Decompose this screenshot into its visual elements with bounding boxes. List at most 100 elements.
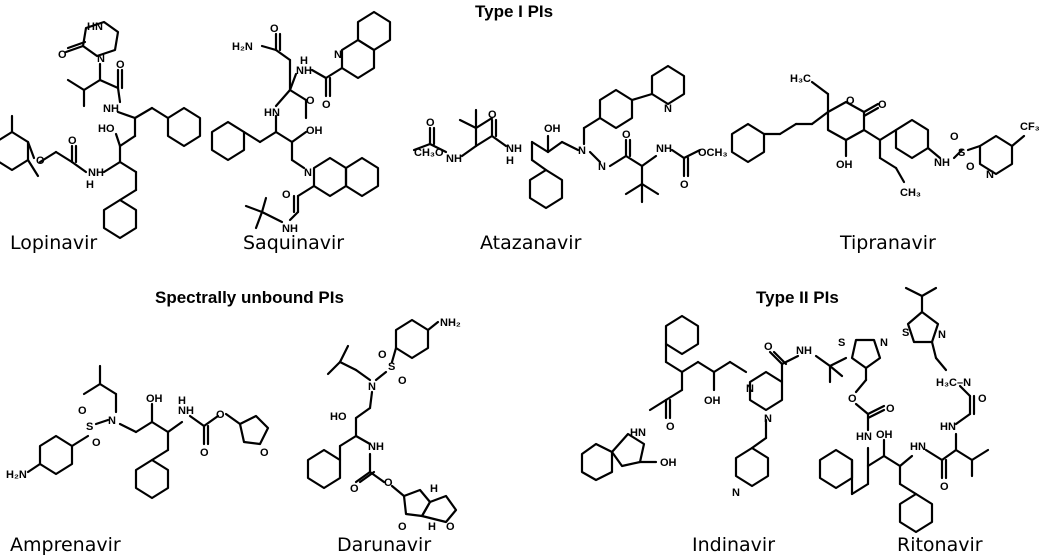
darunavir-so-1: O bbox=[378, 349, 387, 361]
ritonavir-thiazole-s-left: S bbox=[838, 337, 845, 349]
darunavir-nh2: NH₂ bbox=[440, 317, 461, 329]
ritonavir-o-ester: O bbox=[848, 393, 857, 405]
ritonavir-o-amide: O bbox=[940, 481, 949, 493]
indinavir-indane-cyclo bbox=[610, 432, 646, 468]
saquinavir-o-4: O bbox=[282, 189, 291, 201]
saquinavir-oh: OH bbox=[306, 125, 323, 137]
saquinavir-o-2: O bbox=[270, 23, 279, 35]
amprenavir-so-1: O bbox=[78, 405, 87, 417]
atazanavir-phenyl-bottom bbox=[528, 168, 564, 210]
atazanavir-ome-right: OCH₃ bbox=[698, 147, 728, 159]
ritonavir-thiazole-n-top: N bbox=[938, 329, 946, 341]
ritonavir-oh: OH bbox=[876, 429, 893, 441]
indinavir-nh: HN bbox=[630, 427, 646, 439]
atazanavir-o-carb-right: O bbox=[680, 179, 689, 191]
darunavir-s: S bbox=[388, 361, 395, 373]
darunavir-phenyl bbox=[306, 448, 342, 490]
darunavir-so-2: O bbox=[398, 375, 407, 387]
tipranavir-pyridine bbox=[978, 134, 1014, 176]
atazanavir-nh-carb-right: NH bbox=[656, 143, 672, 155]
lopinavir-ring-n: N bbox=[97, 53, 105, 65]
darunavir-o-carb: O bbox=[350, 483, 359, 495]
ritonavir-o-urea: O bbox=[978, 393, 987, 405]
darunavir-thf-o-1: O bbox=[398, 521, 407, 533]
indinavir-oh-chain: OH bbox=[704, 395, 721, 407]
ritonavir-nh-amide: HN bbox=[910, 441, 926, 453]
atazanavir-o-left: O bbox=[488, 109, 497, 121]
indinavir-nh-tbu: NH bbox=[796, 345, 812, 357]
atazanavir-o-carb-left: O bbox=[426, 117, 435, 129]
saquinavir-quinoline-b bbox=[340, 38, 376, 80]
tipranavir-carbonyl-o: O bbox=[878, 99, 887, 111]
lopinavir-o-1: O bbox=[116, 59, 125, 71]
amprenavir-so-2: O bbox=[92, 437, 101, 449]
lopinavir-ring-nh: HN bbox=[87, 21, 103, 33]
indinavir-pyridine bbox=[734, 446, 770, 488]
ritonavir-thiazole-left bbox=[850, 338, 882, 370]
indinavir-oh: OH bbox=[660, 457, 677, 469]
label-lopinavir: Lopinavir bbox=[10, 232, 98, 254]
heading-type-ii-pis: Type II PIs bbox=[756, 288, 839, 307]
heading-spectrally-unbound-pis: Spectrally unbound PIs bbox=[155, 288, 344, 307]
darunavir-n: N bbox=[368, 381, 376, 393]
amprenavir-phenyl bbox=[134, 458, 170, 500]
ritonavir-nme: H₃C–N bbox=[936, 377, 971, 389]
darunavir-nh: NH bbox=[368, 441, 384, 453]
saquinavir-o-3: O bbox=[306, 95, 315, 107]
darunavir-thf-o-2: O bbox=[446, 521, 455, 533]
tipranavir-pyridine-n: N bbox=[986, 169, 994, 181]
atazanavir-n-2: N bbox=[598, 161, 606, 173]
label-darunavir: Darunavir bbox=[337, 534, 432, 556]
tipranavir-phenyl bbox=[730, 122, 766, 164]
label-amprenavir: Amprenavir bbox=[10, 534, 121, 556]
saquinavir-phenyl bbox=[210, 120, 246, 162]
amprenavir-oh: OH bbox=[146, 393, 163, 405]
label-saquinavir: Saquinavir bbox=[243, 232, 345, 254]
ritonavir-phenyl-bottom bbox=[898, 492, 934, 534]
lopinavir-nh-2: NH bbox=[88, 167, 104, 179]
darunavir-bis-thf-b bbox=[420, 494, 458, 524]
tipranavir-ch3-bottom: CH₃ bbox=[900, 187, 921, 199]
indinavir-piperazine bbox=[748, 370, 784, 412]
tipranavir-s: S bbox=[958, 147, 965, 159]
atazanavir-o-right: O bbox=[622, 129, 631, 141]
indinavir-o-amide-2: O bbox=[764, 341, 773, 353]
amprenavir-thf-o: O bbox=[260, 447, 269, 459]
amprenavir-o-carb: O bbox=[200, 447, 209, 459]
lopinavir-phenyl-2 bbox=[102, 198, 138, 240]
saquinavir-nh-1: NH bbox=[296, 65, 312, 77]
ritonavir-nh-carb: HN bbox=[856, 431, 872, 443]
lopinavir-phenyl-1 bbox=[166, 106, 202, 148]
heading-type-i-pis: Type I PIs bbox=[475, 2, 554, 21]
tipranavir-so-1: O bbox=[950, 131, 959, 143]
atazanavir-pyridine-n: N bbox=[664, 103, 672, 115]
ritonavir-thiazole-s-top: S bbox=[902, 327, 909, 339]
tipranavir-so-2: O bbox=[966, 161, 975, 173]
amprenavir-n: N bbox=[108, 415, 116, 427]
atazanavir-oh: OH bbox=[544, 123, 561, 135]
lopinavir-ether-o: O bbox=[36, 155, 45, 167]
label-ritonavir: Ritonavir bbox=[897, 534, 983, 556]
indinavir-pip-n2: N bbox=[764, 413, 772, 425]
lopinavir-oh: HO bbox=[98, 123, 115, 135]
lopinavir-h-2: H bbox=[86, 179, 94, 191]
ritonavir-nh-urea: HN bbox=[940, 421, 956, 433]
saquinavir-nh-3: NH bbox=[282, 223, 298, 235]
tipranavir-ch3-top: H₃C bbox=[790, 73, 811, 85]
amprenavir-o-ester: O bbox=[216, 409, 225, 421]
amprenavir-thf bbox=[238, 414, 270, 446]
tipranavir-oh: OH bbox=[836, 159, 853, 171]
amprenavir-nh2: H₂N bbox=[6, 469, 27, 481]
saquinavir-o-1: O bbox=[322, 99, 331, 111]
label-tipranavir: Tipranavir bbox=[840, 232, 936, 254]
lopinavir-carbonyl-o: O bbox=[58, 49, 67, 61]
ritonavir-phenyl-left bbox=[818, 448, 854, 490]
saquinavir-nh2: H₂N bbox=[232, 41, 253, 53]
atazanavir-h-left: H bbox=[506, 155, 514, 167]
